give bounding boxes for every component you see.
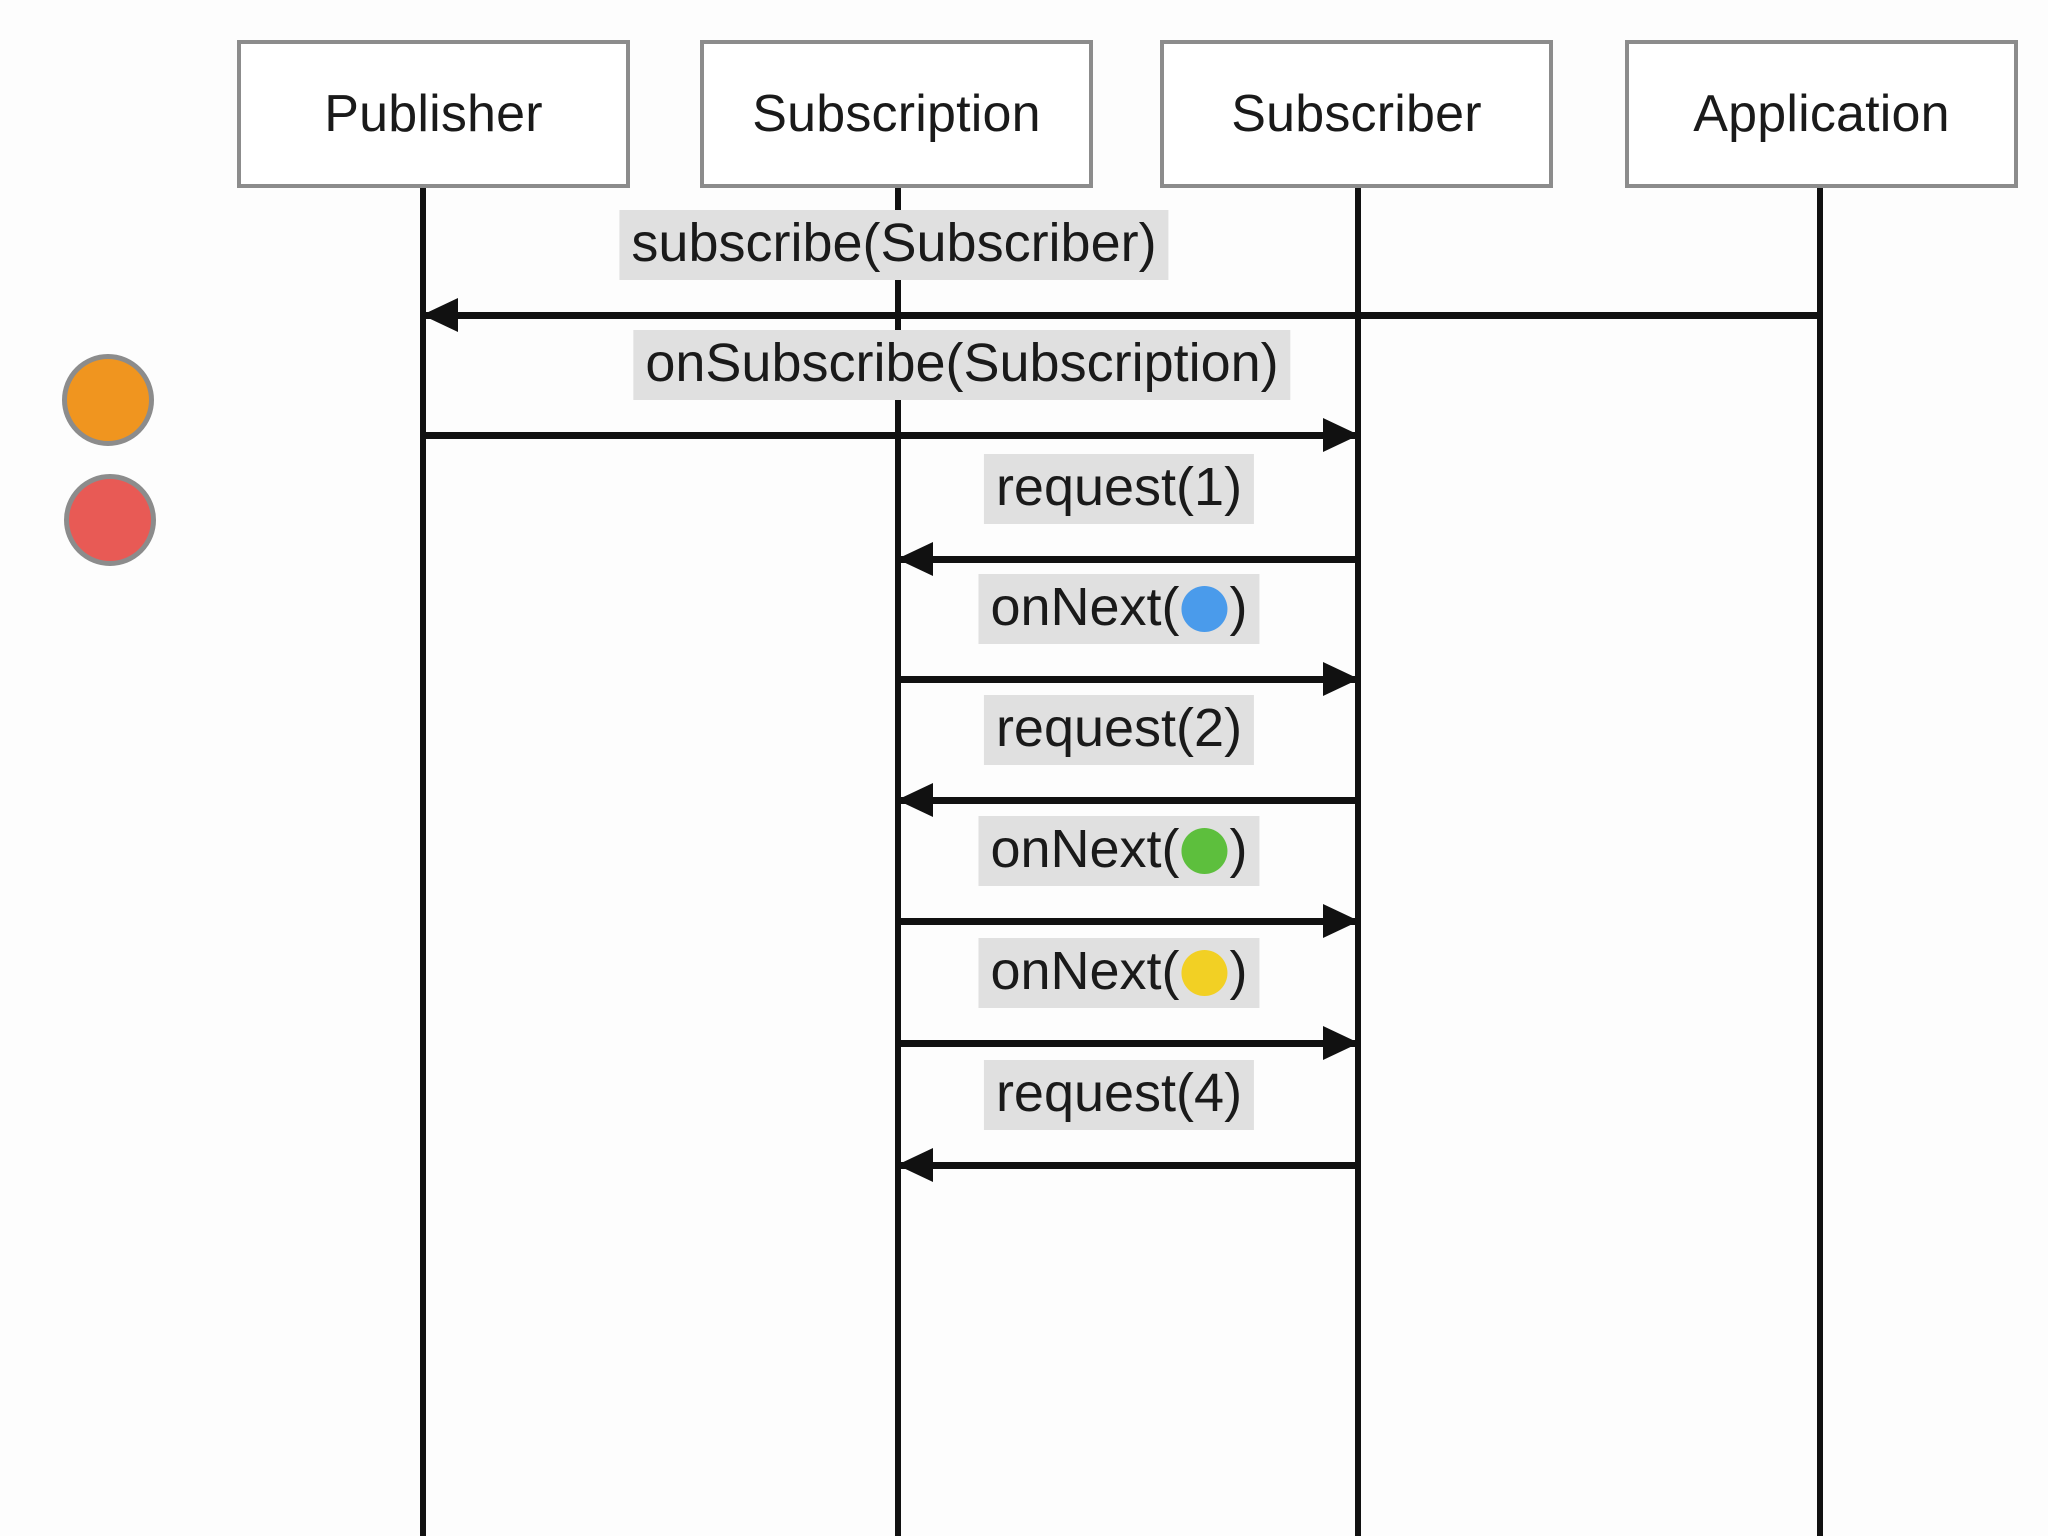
message-label-prefix: onNext( xyxy=(990,819,1180,879)
lifeline-application xyxy=(1817,188,1823,1536)
message-label-text: request(2) xyxy=(995,698,1243,758)
yellow-item-token xyxy=(1181,950,1228,997)
arrow-head-left-icon xyxy=(422,298,458,332)
message-line xyxy=(423,312,1820,319)
message-label-suffix: ) xyxy=(1229,941,1248,1001)
message-label-prefix: onNext( xyxy=(990,941,1180,1001)
participant-box-subscriber[interactable]: Subscriber xyxy=(1160,40,1553,188)
arrow-head-left-icon xyxy=(897,1148,933,1182)
message-label-prefix: onNext( xyxy=(990,577,1180,637)
arrow-head-right-icon xyxy=(1323,662,1359,696)
arrow-head-right-icon xyxy=(1323,1026,1359,1060)
orange-token-dot xyxy=(62,354,154,446)
message-line xyxy=(898,1040,1358,1047)
message-label-text: subscribe(Subscriber) xyxy=(631,213,1157,273)
lifeline-subscriber xyxy=(1355,188,1361,1536)
arrow-head-left-icon xyxy=(897,783,933,817)
message-line xyxy=(898,556,1358,563)
message-label-m1: subscribe(Subscriber) xyxy=(619,210,1169,281)
participant-label-subscriber: Subscriber xyxy=(1231,85,1482,143)
participant-label-publisher: Publisher xyxy=(324,85,543,143)
message-line xyxy=(898,918,1358,925)
message-label-text: request(4) xyxy=(995,1063,1243,1123)
green-item-token xyxy=(1181,828,1228,875)
message-label-suffix: ) xyxy=(1229,819,1248,879)
message-label-m7: onNext() xyxy=(978,938,1260,1009)
lifeline-publisher xyxy=(420,188,426,1536)
participant-box-publisher[interactable]: Publisher xyxy=(237,40,630,188)
message-label-m8: request(4) xyxy=(983,1060,1255,1131)
message-label-text: request(1) xyxy=(995,457,1243,517)
arrow-head-left-icon xyxy=(897,542,933,576)
message-label-m2: onSubscribe(Subscription) xyxy=(633,330,1291,401)
message-line xyxy=(898,676,1358,683)
participant-label-application: Application xyxy=(1693,85,1950,143)
arrow-head-right-icon xyxy=(1323,418,1359,452)
message-line xyxy=(898,797,1358,804)
message-label-text: onSubscribe(Subscription) xyxy=(645,333,1279,393)
red-token-dot xyxy=(64,474,156,566)
message-line xyxy=(898,1162,1358,1169)
message-label-m4: onNext() xyxy=(978,574,1260,645)
lifeline-subscription xyxy=(895,188,901,1536)
participant-label-subscription: Subscription xyxy=(752,85,1041,143)
message-label-m3: request(1) xyxy=(983,454,1255,525)
participant-box-application[interactable]: Application xyxy=(1625,40,2018,188)
blue-item-token xyxy=(1181,586,1228,633)
message-label-m6: onNext() xyxy=(978,816,1260,887)
message-label-m5: request(2) xyxy=(983,695,1255,766)
message-line xyxy=(423,432,1358,439)
arrow-head-right-icon xyxy=(1323,904,1359,938)
message-label-suffix: ) xyxy=(1229,577,1248,637)
participant-box-subscription[interactable]: Subscription xyxy=(700,40,1093,188)
